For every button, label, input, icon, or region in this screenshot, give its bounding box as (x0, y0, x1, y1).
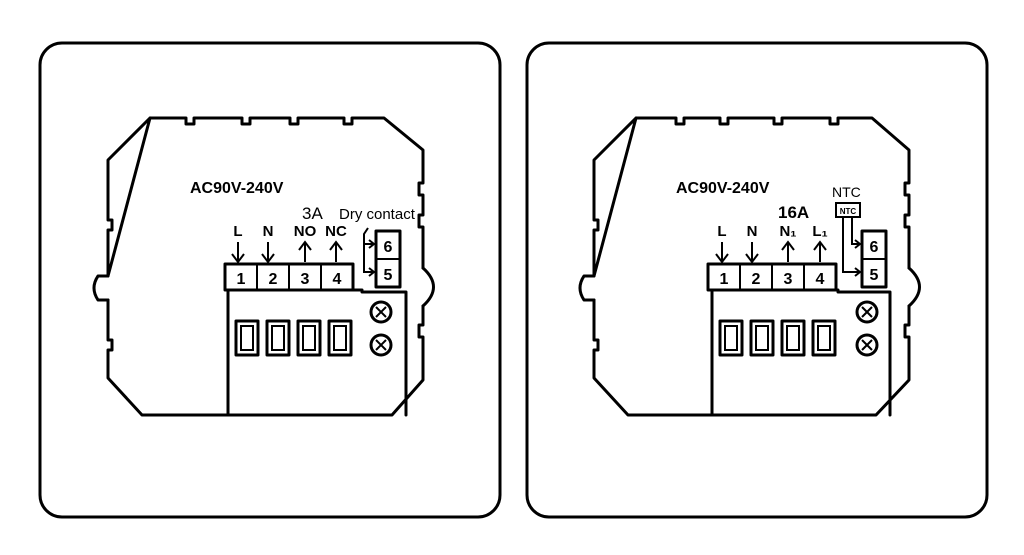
right-mount-knob (907, 266, 921, 308)
terminal-label-n: N (263, 223, 274, 240)
terminal-number: 3 (784, 271, 793, 288)
arrow-up-icon (329, 240, 343, 262)
current-rating: 16A (778, 203, 809, 222)
terminal-number: 1 (720, 271, 729, 288)
terminal-number: 4 (816, 271, 825, 288)
arrow-down-icon (715, 242, 729, 264)
screw-icon (369, 333, 393, 357)
voltage-label: AC90V-240V (190, 180, 284, 197)
terminal-number: 1 (237, 271, 246, 288)
dry-contact-connector (363, 227, 376, 277)
connector-sockets (234, 319, 353, 357)
terminal-label-nc: NC (325, 223, 347, 240)
panel-left: 1 2 3 4 L N NO NC (38, 41, 502, 519)
terminal-number: 3 (301, 271, 310, 288)
arrow-down-icon (261, 242, 275, 264)
panel-frame (38, 41, 502, 519)
arrow-up-icon (781, 240, 795, 262)
device-body (106, 116, 425, 417)
terminal-housing (226, 288, 408, 417)
terminal-label-l: L (233, 223, 242, 240)
left-mount-knob (92, 274, 110, 302)
screw-icon (855, 333, 879, 357)
arrow-down-icon (231, 242, 245, 264)
terminal-number: 2 (752, 271, 761, 288)
current-rating: 3A (302, 204, 323, 223)
left-mount-knob (578, 274, 596, 302)
terminal-label-l1: L₁ (812, 223, 827, 240)
terminal-label-l: L (717, 223, 726, 240)
arrow-up-icon (298, 240, 312, 262)
side-terminal-number: 6 (384, 239, 393, 256)
screw-icon (369, 300, 393, 324)
panel-frame (525, 41, 989, 519)
connector-sockets (718, 319, 837, 357)
terminal-label-n1: N₁ (779, 223, 796, 240)
screw-icon (855, 300, 879, 324)
terminal-number: 2 (269, 271, 278, 288)
right-mount-knob (421, 266, 435, 308)
sensor-label: NTC (832, 184, 861, 200)
contact-note: Dry contact (339, 206, 416, 223)
device-body (592, 116, 911, 417)
terminal-number: 4 (333, 271, 342, 288)
ntc-sensor-wires (842, 217, 862, 277)
side-terminal-number: 5 (384, 267, 393, 284)
panel-right: 1 2 3 4 L N N₁ L₁ AC9 (525, 41, 989, 519)
sensor-box-label: NTC (840, 207, 857, 216)
side-terminal-number: 6 (870, 239, 879, 256)
ntc-sensor-box (835, 202, 861, 218)
terminal-label-no: NO (294, 223, 317, 240)
arrow-up-icon (813, 240, 827, 262)
side-terminal-number: 5 (870, 267, 879, 284)
voltage-label: AC90V-240V (676, 180, 770, 197)
arrow-down-icon (745, 242, 759, 264)
terminal-label-n: N (747, 223, 758, 240)
